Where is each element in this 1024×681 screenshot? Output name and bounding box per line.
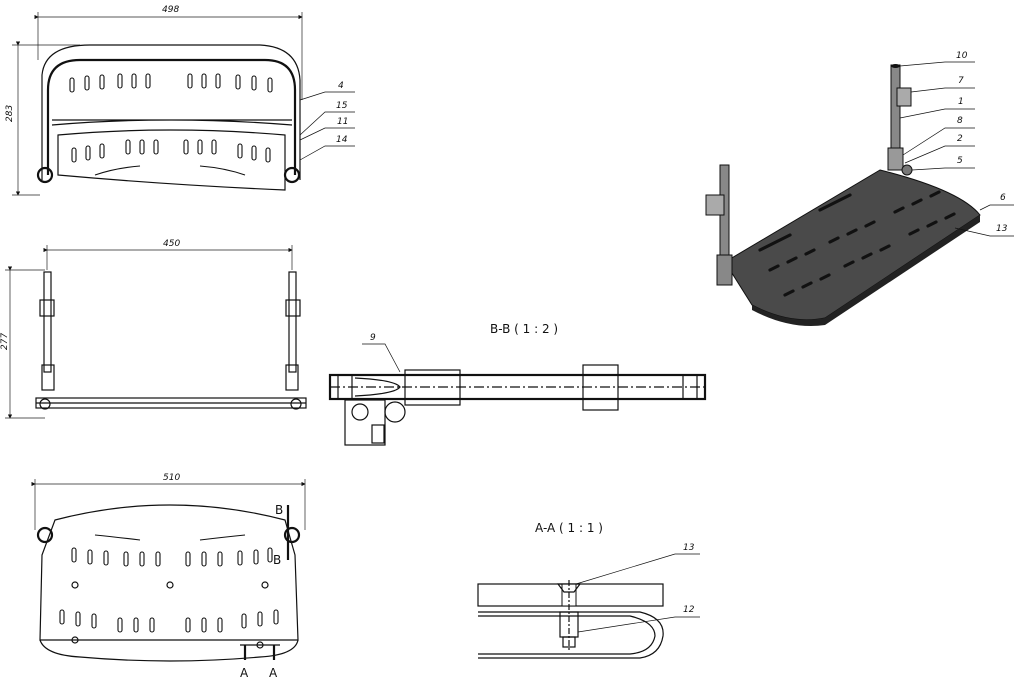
section-aa-title: A-A ( 1 : 1 ) xyxy=(535,521,603,535)
front-view: 450 277 xyxy=(0,239,307,419)
callout-2: 2 xyxy=(957,134,963,144)
callout-11: 11 xyxy=(337,117,348,127)
dimension-height-label: 277 xyxy=(0,333,10,350)
section-bb-clamp xyxy=(344,399,386,446)
section-mark-b-bottom: B xyxy=(273,553,281,567)
post-right-3d xyxy=(890,64,901,156)
clamp-right xyxy=(283,166,301,184)
callout-5: 5 xyxy=(957,156,963,166)
dimension-height-label: 283 xyxy=(5,105,15,122)
frame-tube xyxy=(46,58,297,175)
callout-14: 14 xyxy=(336,135,348,145)
callout-7: 7 xyxy=(958,76,964,86)
footplate-outline xyxy=(39,504,299,641)
section-mark-a-right: A xyxy=(269,666,278,680)
section-bb-title: B-B ( 1 : 2 ) xyxy=(490,322,558,336)
callout-13-iso: 13 xyxy=(996,224,1008,234)
section-aa: A-A ( 1 : 1 ) 13 12 xyxy=(477,521,700,659)
section-mark-a-left: A xyxy=(240,666,249,680)
callout-13: 13 xyxy=(683,543,695,553)
callout-8: 8 xyxy=(957,116,963,126)
callout-1: 1 xyxy=(958,97,964,107)
callout-15: 15 xyxy=(336,101,348,111)
callout-9: 9 xyxy=(370,333,376,343)
isometric-view: 10 7 1 8 2 5 6 13 xyxy=(705,51,1014,326)
callout-4: 4 xyxy=(338,81,344,91)
dimension-width-label: 450 xyxy=(163,239,180,249)
bottom-view: 510 B B A A xyxy=(31,473,306,680)
dimension-width-label: 498 xyxy=(162,5,179,15)
section-bb: B-B ( 1 : 2 ) 9 xyxy=(328,322,707,446)
clamp-left xyxy=(36,166,54,184)
dimension-width-label: 510 xyxy=(163,473,180,483)
post-left xyxy=(43,271,52,373)
callout-6: 6 xyxy=(1000,193,1006,203)
slots-row xyxy=(69,73,273,176)
section-mark-b-top: B xyxy=(275,503,283,517)
callout-10: 10 xyxy=(956,51,968,61)
footplate-outline xyxy=(41,44,301,180)
callout-12: 12 xyxy=(683,605,695,615)
callouts-iso: 10 7 1 8 2 5 6 13 xyxy=(899,51,1014,237)
callouts-top: 4 15 11 14 xyxy=(299,81,355,161)
footplate-3d xyxy=(724,169,981,321)
top-view: 498 283 4 15 11 14 xyxy=(5,5,355,196)
slots-3d xyxy=(758,190,956,297)
slots-bottom xyxy=(59,534,279,649)
